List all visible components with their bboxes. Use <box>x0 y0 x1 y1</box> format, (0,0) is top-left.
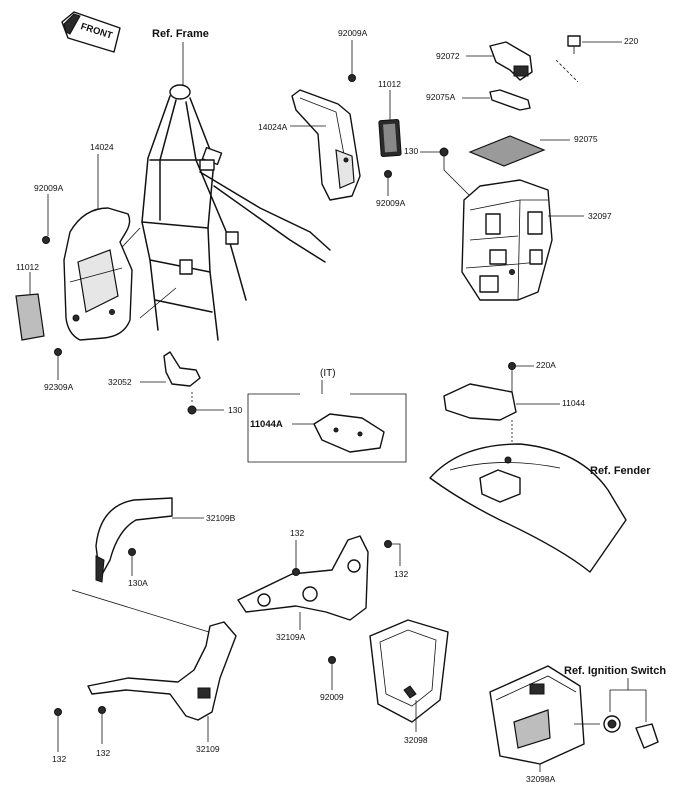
bolt-130-top: 130 <box>404 146 471 197</box>
front-arrow-icon: FRONT <box>61 11 121 53</box>
side-cover-left: 14024 <box>63 142 133 341</box>
part-32097-label: 32097 <box>588 211 612 221</box>
part-11044A-label: 11044A <box>250 419 283 430</box>
bolt-130-mid: 130 <box>187 392 242 415</box>
part-14024-label: 14024 <box>90 142 114 152</box>
part-132-d-label: 132 <box>96 748 110 758</box>
bracket-32109A: 32109A <box>237 535 369 642</box>
part-11012-left-label: 11012 <box>16 262 39 272</box>
ref-frame-label: Ref. Frame <box>152 28 209 40</box>
bolt-132-b: 132 <box>384 540 408 579</box>
rear-fender: Ref. Fender <box>429 420 651 573</box>
bolt-130A: 130A <box>128 548 148 588</box>
ignition-switch-parts <box>574 678 659 749</box>
screw-92009A-left: 92009A <box>34 183 64 244</box>
part-132-b-label: 132 <box>394 569 408 579</box>
screw-92009: 92009 <box>320 656 344 702</box>
part-32098A-label: 32098A <box>526 774 556 784</box>
ref-ignition-switch-label: Ref. Ignition Switch <box>564 665 666 677</box>
part-32052-label: 32052 <box>108 377 132 387</box>
bolt-132-c: 132 <box>52 708 66 764</box>
side-cover-right: 14024A <box>258 89 361 201</box>
part-14024A-label: 14024A <box>258 122 288 132</box>
part-130-top-label: 130 <box>404 146 418 156</box>
cover-32098A: 32098A <box>489 665 585 784</box>
part-132-c-label: 132 <box>52 754 66 764</box>
part-11012-top-label: 11012 <box>378 79 401 89</box>
part-130A-label: 130A <box>128 578 148 588</box>
part-11044-label: 11044 <box>562 398 585 408</box>
battery-holder-bracket-92072: 92072 <box>436 41 533 81</box>
part-132-a-label: 132 <box>290 528 304 538</box>
part-32109A-label: 32109A <box>276 632 306 642</box>
group-it-label: (IT) <box>320 368 336 379</box>
ref-fender-label: Ref. Fender <box>590 465 651 477</box>
part-92009A-mid-label: 92009A <box>376 198 406 208</box>
screw-92009A-mid: 92009A <box>376 170 406 208</box>
tool-case-32098: 32098 <box>369 619 449 745</box>
part-220A-label: 220A <box>536 360 556 370</box>
part-130-mid-label: 130 <box>228 405 242 415</box>
part-32109-label: 32109 <box>196 744 220 754</box>
part-32109B-label: 32109B <box>206 513 236 523</box>
bolt-220A: 220A <box>508 360 556 392</box>
part-92009A-top-label: 92009A <box>338 28 368 38</box>
grab-handle-32109B: 32109B <box>95 497 236 583</box>
screw-92009A-top: 92009A <box>338 28 368 82</box>
part-92075A-label: 92075A <box>426 92 456 102</box>
part-92072-label: 92072 <box>436 51 460 61</box>
part-92075-label: 92075 <box>574 134 598 144</box>
frame-drawing <box>107 42 331 341</box>
part-92009-label: 92009 <box>320 692 344 702</box>
part-92309A-label: 92309A <box>44 382 74 392</box>
handle-to-stay-leader <box>71 589 223 637</box>
reflector-11012-left: 11012 <box>15 262 45 341</box>
bracket-32052: 32052 <box>108 351 201 387</box>
strap-92075A: 92075A <box>426 89 531 111</box>
reflector-11012-top: 11012 <box>378 79 402 158</box>
part-92009A-left-label: 92009A <box>34 183 64 193</box>
bolt-132-a: 132 <box>290 528 304 576</box>
bolt-220: 220 <box>555 35 638 83</box>
italy-variant-box: 11044A <box>247 380 407 463</box>
part-220-label: 220 <box>624 36 638 46</box>
battery-case-32097: 32097 <box>461 179 612 301</box>
bracket-11044: 11044 <box>443 383 585 421</box>
pad-92075: 92075 <box>468 134 598 167</box>
screw-92309A: 92309A <box>44 348 74 392</box>
bolt-132-d: 132 <box>96 706 110 758</box>
grab-handle-stay-32109: 32109 <box>87 621 237 754</box>
part-32098-label: 32098 <box>404 735 428 745</box>
